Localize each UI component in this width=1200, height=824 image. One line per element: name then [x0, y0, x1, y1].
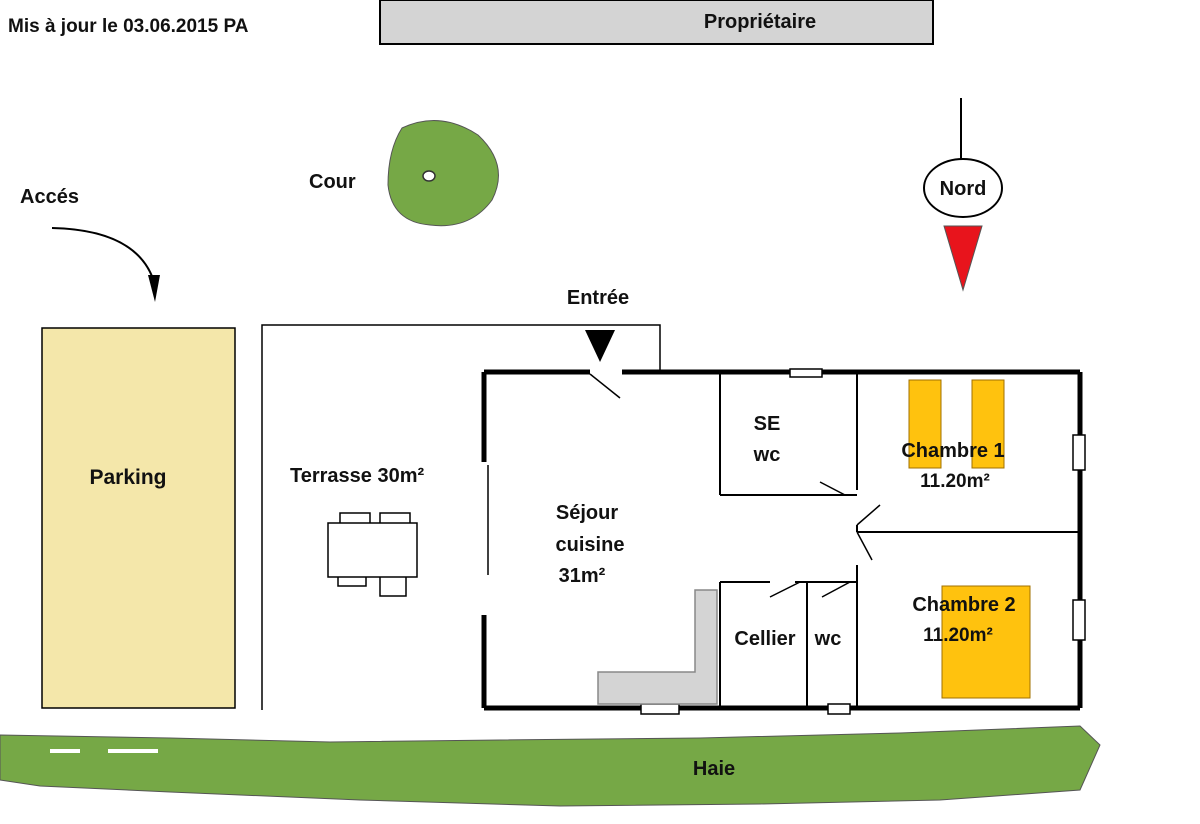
- bed-chambre-2: [941, 585, 1031, 699]
- bedroom-1-area: 11.20m²: [920, 471, 990, 492]
- owner-box: [379, 0, 934, 45]
- house-walls: [481, 369, 1083, 711]
- parking-area: [41, 327, 236, 709]
- access-arrow-curve: [51, 227, 156, 286]
- owner-label: Propriétaire: [704, 11, 816, 33]
- courtyard-tree: [387, 119, 499, 227]
- bedroom-1-label: Chambre 1: [901, 440, 1004, 462]
- update-note: Mis à jour le 03.06.2015 PA: [8, 16, 249, 37]
- north-circle: [923, 158, 1003, 218]
- bathroom-wc-label: wc: [753, 444, 781, 466]
- bed-chambre-1-a: [908, 379, 942, 469]
- bedroom-2-area: 11.20m²: [923, 625, 993, 646]
- entrance-label: Entrée: [567, 287, 629, 309]
- access-arrow-head: [148, 275, 160, 302]
- hedge-gap-2: [108, 749, 158, 753]
- windows: [640, 368, 1086, 715]
- terrace-outline: [261, 324, 661, 710]
- bathroom-label: SE: [754, 413, 781, 435]
- bed-chambre-1-b: [971, 379, 1005, 469]
- interior-walls: [719, 372, 1080, 708]
- entrance-arrow: [585, 330, 615, 362]
- living-label-1: Séjour: [556, 502, 618, 524]
- interior-doors: [769, 481, 881, 598]
- living-label-2: cuisine: [556, 534, 625, 556]
- hedge: [0, 725, 1101, 807]
- living-area: 31m²: [559, 565, 606, 587]
- hedge-label: Haie: [693, 758, 735, 780]
- courtyard-label: Cour: [309, 171, 356, 193]
- terrace-label: Terrasse 30m²: [290, 465, 425, 487]
- terrace-table-set: [327, 512, 418, 597]
- access-label: Accés: [20, 186, 79, 208]
- parking-label: Parking: [89, 466, 166, 489]
- storage-label: Cellier: [734, 628, 795, 650]
- north-label: Nord: [940, 178, 987, 200]
- kitchen-counter: [597, 589, 718, 705]
- entrance-door: [589, 373, 621, 399]
- wc-label: wc: [814, 628, 842, 650]
- courtyard-well: [422, 170, 436, 182]
- hedge-gap-1: [50, 749, 80, 753]
- north-arrow: [943, 225, 983, 292]
- bedroom-2-label: Chambre 2: [912, 594, 1015, 616]
